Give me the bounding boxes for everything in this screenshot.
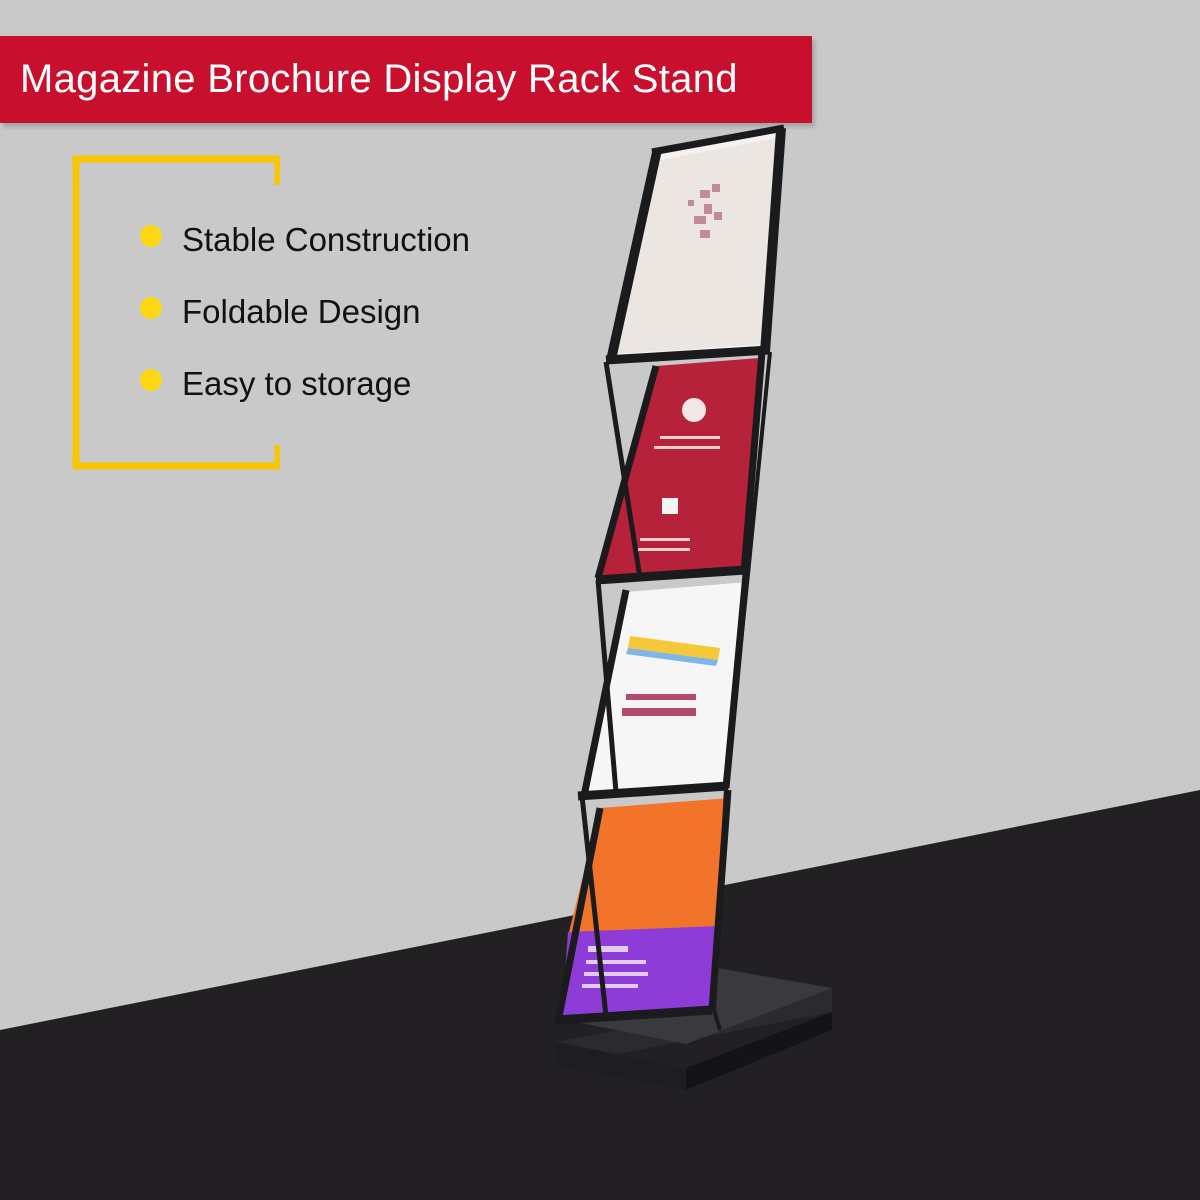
rack-tier-3 <box>577 573 750 801</box>
feature-label: Easy to storage <box>182 365 412 402</box>
banner-title: Magazine Brochure Display Rack Stand <box>20 57 738 101</box>
rack-rear-support <box>711 351 772 1031</box>
bullet-dot-icon <box>140 369 162 391</box>
title-banner: Magazine Brochure Display Rack Stand <box>0 36 812 123</box>
feature-label: Foldable Design <box>182 293 421 330</box>
feature-bracket <box>72 155 280 470</box>
bullet-dot-icon <box>140 225 162 247</box>
rack-tier-1 <box>605 124 786 365</box>
rack-tier-4 <box>554 789 732 1025</box>
feature-list: Stable Construction Foldable Design Easy… <box>140 216 470 432</box>
list-item: Easy to storage <box>140 360 470 408</box>
rack-tier-2 <box>594 351 766 585</box>
list-item: Foldable Design <box>140 288 470 336</box>
bullet-dot-icon <box>140 297 162 319</box>
feature-label: Stable Construction <box>182 221 470 258</box>
list-item: Stable Construction <box>140 216 470 264</box>
